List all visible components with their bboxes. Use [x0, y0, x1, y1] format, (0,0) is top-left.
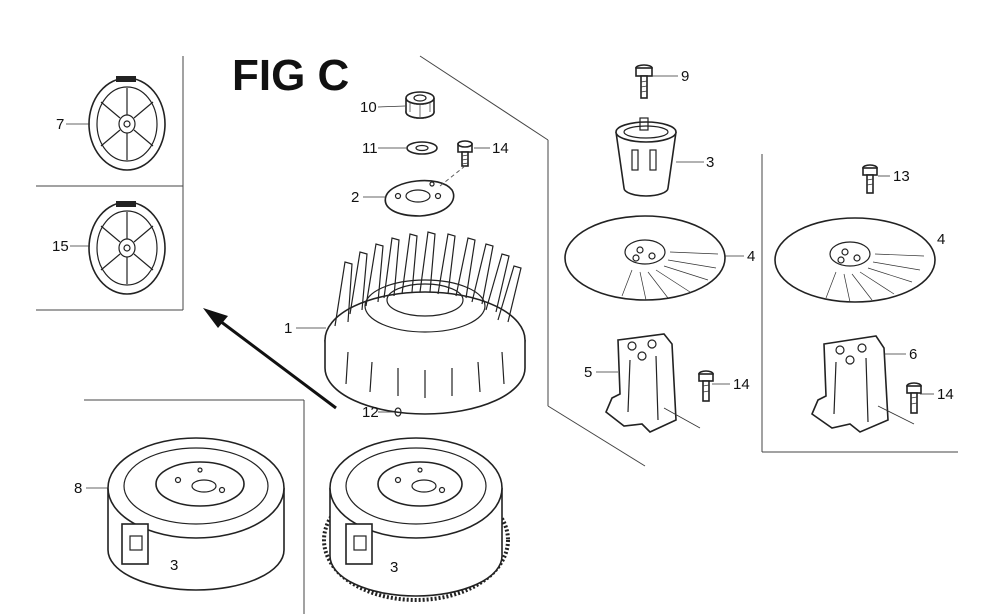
bolt-14-center[interactable]: [698, 370, 714, 402]
callout-14-fan: 14: [492, 140, 509, 157]
flywheel-8[interactable]: 3: [107, 437, 285, 591]
starter-pulley-7[interactable]: [88, 76, 166, 171]
plate-2[interactable]: [384, 165, 466, 217]
callout-3: 3: [706, 154, 714, 171]
flywheel-frame: [84, 399, 305, 614]
bolt-13[interactable]: [862, 164, 878, 194]
svg-text:3: 3: [170, 557, 178, 574]
callout-8: 8: [74, 480, 82, 497]
callout-15: 15: [52, 238, 69, 255]
arrow-pointer: [203, 308, 337, 410]
callout-10: 10: [360, 99, 377, 116]
callout-11: 11: [362, 140, 378, 157]
callout-13: 13: [893, 168, 910, 185]
cooling-fan-1[interactable]: [324, 231, 526, 415]
callout-1: 1: [284, 320, 292, 337]
figure-title: FIG C: [232, 51, 349, 100]
bolt-9[interactable]: [635, 64, 653, 99]
svg-text:3: 3: [390, 559, 398, 576]
flywheel-ring-gear[interactable]: 3: [322, 437, 510, 602]
callout-2: 2: [351, 189, 359, 206]
nut-10[interactable]: [405, 91, 435, 119]
rotor-disc-4-left[interactable]: [564, 215, 726, 301]
callout-5: 5: [584, 364, 592, 381]
callout-4-right: 4: [937, 231, 945, 248]
callout-6: 6: [909, 346, 917, 363]
bolt-14-fan[interactable]: [457, 140, 473, 167]
callout-9: 9: [681, 68, 689, 85]
starter-pulley-15[interactable]: [88, 201, 166, 295]
leader-lines: [66, 75, 934, 489]
washer-11[interactable]: [406, 141, 438, 155]
rotor-disc-4-right[interactable]: [774, 217, 936, 303]
bolt-14-right[interactable]: [906, 382, 922, 414]
starter-cup-3[interactable]: [615, 117, 677, 197]
key-12[interactable]: [394, 407, 402, 417]
callout-7: 7: [56, 116, 64, 133]
assembly-frame: [419, 55, 958, 467]
inset-frames: [36, 56, 184, 311]
bracket-5[interactable]: [605, 333, 701, 433]
callout-4-left: 4: [747, 248, 755, 265]
callout-14-right: 14: [937, 386, 954, 403]
bracket-6[interactable]: [811, 335, 915, 433]
callout-12: 12: [362, 404, 379, 421]
callout-14-center: 14: [733, 376, 750, 393]
